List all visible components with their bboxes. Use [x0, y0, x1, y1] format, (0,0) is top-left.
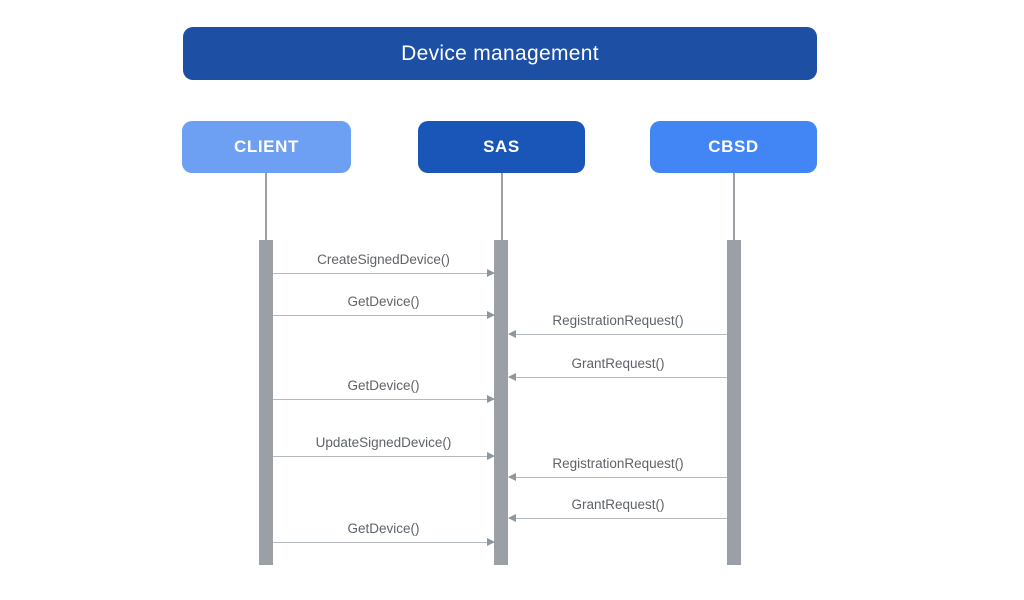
- arrow-right-icon: [273, 539, 495, 546]
- arrow-left-icon: [508, 331, 727, 338]
- message-label: UpdateSignedDevice(): [315, 435, 452, 450]
- message-get-device-1: GetDevice(): [273, 294, 495, 319]
- activation-bar-client: [259, 240, 273, 565]
- message-grant-request-2: GrantRequest(): [508, 497, 727, 522]
- diagram-title-bar: Device management: [183, 27, 817, 80]
- message-label: RegistrationRequest(): [552, 313, 684, 328]
- message-registration-request-1: RegistrationRequest(): [508, 313, 727, 338]
- diagram-title: Device management: [401, 41, 599, 65]
- actor-label-sas: SAS: [483, 137, 520, 156]
- message-get-device-3: GetDevice(): [273, 521, 495, 546]
- lifeline-sas: [501, 173, 503, 242]
- actor-label-cbsd: CBSD: [708, 137, 759, 156]
- message-label: CreateSignedDevice(): [317, 252, 450, 267]
- arrow-left-icon: [508, 515, 727, 522]
- message-grant-request-1: GrantRequest(): [508, 356, 727, 381]
- message-registration-request-2: RegistrationRequest(): [508, 456, 727, 481]
- message-label: GetDevice(): [347, 294, 420, 309]
- arrow-left-icon: [508, 374, 727, 381]
- actor-box-sas: SAS: [418, 121, 585, 173]
- arrow-right-icon: [273, 453, 495, 460]
- arrow-right-icon: [273, 396, 495, 403]
- message-label: GrantRequest(): [571, 356, 665, 371]
- message-create-signed-device: CreateSignedDevice(): [273, 252, 495, 277]
- arrow-left-icon: [508, 474, 727, 481]
- message-label: GrantRequest(): [571, 497, 665, 512]
- message-label: GetDevice(): [347, 378, 420, 393]
- activation-bar-cbsd: [727, 240, 741, 565]
- arrow-right-icon: [273, 312, 495, 319]
- arrow-right-icon: [273, 270, 495, 277]
- actor-box-client: CLIENT: [182, 121, 351, 173]
- message-update-signed-device: UpdateSignedDevice(): [273, 435, 495, 460]
- message-label: GetDevice(): [347, 521, 420, 536]
- lifeline-client: [265, 173, 267, 242]
- message-label: RegistrationRequest(): [552, 456, 684, 471]
- lifeline-cbsd: [733, 173, 735, 242]
- activation-bar-sas: [494, 240, 508, 565]
- message-get-device-2: GetDevice(): [273, 378, 495, 403]
- actor-label-client: CLIENT: [234, 137, 299, 156]
- actor-box-cbsd: CBSD: [650, 121, 817, 173]
